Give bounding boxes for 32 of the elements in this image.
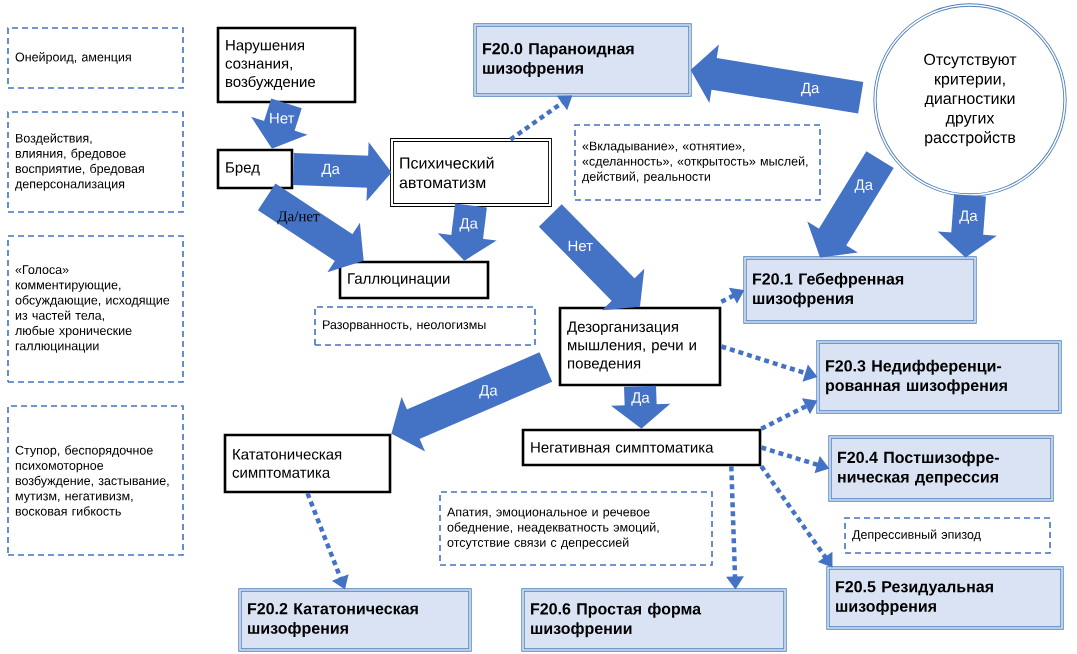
symptom-box: Психический автоматизм xyxy=(390,138,552,207)
diagnosis-box: F20.6 Простая форма шизофрении xyxy=(521,588,787,652)
edge-label: Да/нет xyxy=(277,211,320,225)
edge-label: Да xyxy=(854,179,873,193)
symptom-box: Кататоническая симптоматика xyxy=(223,433,392,494)
edge-label: Нет xyxy=(270,113,295,124)
diagnosis-box: F20.3 Недифференци-рованная шизофрения xyxy=(816,340,1062,414)
criteria-box: «Вкладывание», «отнятие», «сделанность», «открытость» мыслей, действий, реальности xyxy=(574,124,821,201)
symptom-box: Дезорганизация мышления, речи и поведения xyxy=(558,306,722,387)
criteria-box: Апатия, эмоциональное и речевое обеднение, неадекватность эмоций, отсутствие связи с депрессией xyxy=(439,491,713,566)
diagnosis-box: F20.2 Кататоническая шизофрения xyxy=(238,588,472,652)
criteria-box: Онейроид, аменция xyxy=(7,27,184,89)
symptom-box: Негативная симптоматика xyxy=(521,428,762,467)
diagnosis-box: F20.5 Резидуальная шизофрения xyxy=(826,566,1064,630)
edge-label: Да xyxy=(321,163,340,177)
edge-label: Да xyxy=(479,385,498,399)
criteria-box: «Голоса» комментирующие, обсуждающие, исходящие из частей тела, любые хронические галлюцинации xyxy=(7,235,184,383)
edge-label: Да xyxy=(459,218,478,232)
diagnosis-box: F20.4 Постшизофре-ническая депрессия xyxy=(828,435,1054,502)
criteria-box: Воздействия, влияния, бредовое восприятие, бредовая деперсонализация xyxy=(7,111,184,213)
criteria-box: Ступор, беспорядочное психомоторное возбуждение, застывание, мутизм, негативизм, восковая гибкость xyxy=(7,405,184,556)
symptom-box: Бред xyxy=(216,148,294,190)
edge-label: Да xyxy=(801,82,820,97)
edge-label: Нет xyxy=(568,240,593,252)
diagnosis-box: F20.1 Гебефренная шизофрения xyxy=(743,256,977,324)
symptom-box: Галлюцинации xyxy=(338,260,490,300)
diagnosis-box: F20.0 Параноидная шизофрения xyxy=(473,23,692,97)
criteria-box: Депрессивный эпизод xyxy=(844,517,1051,554)
edge-label: Да xyxy=(631,392,650,406)
edge-label: Да xyxy=(959,210,978,224)
criteria-box: Разорванность, неологизмы xyxy=(314,306,536,346)
symptom-box: Нарушения сознания, возбуждение xyxy=(216,26,357,104)
